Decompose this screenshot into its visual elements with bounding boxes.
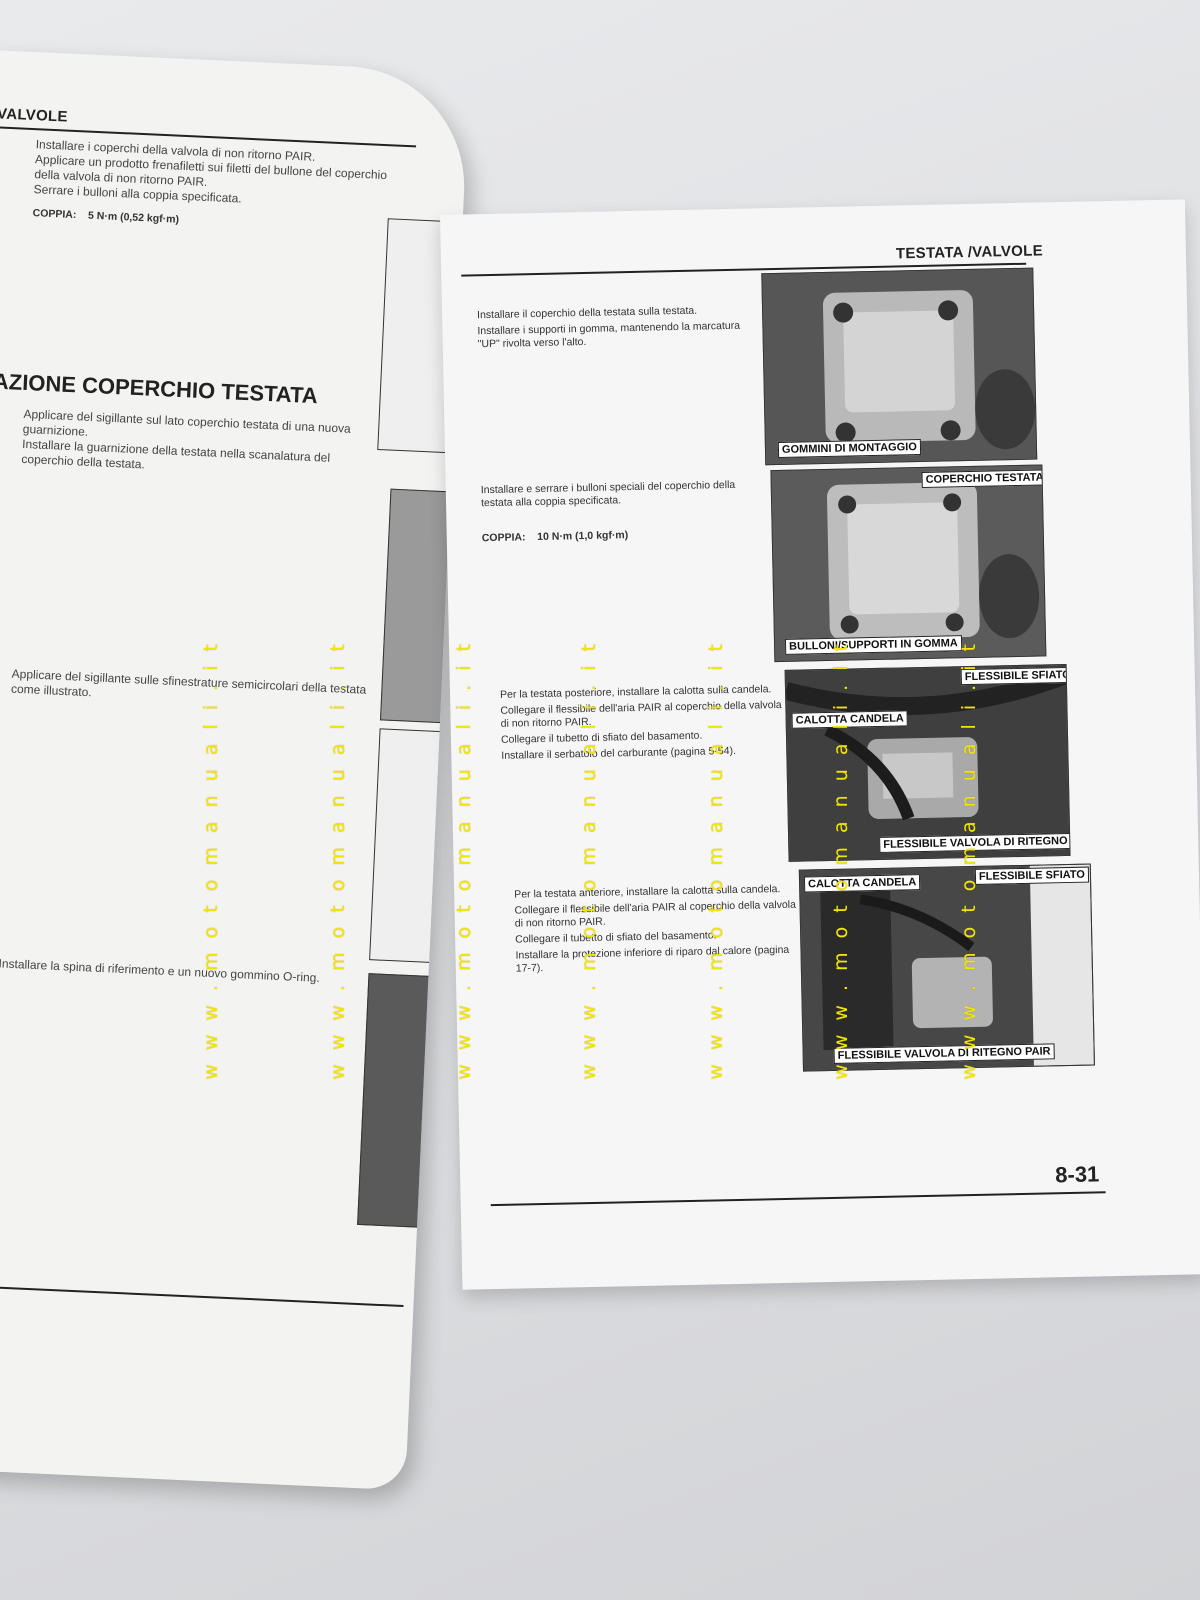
page-number: 8-31 — [1054, 1161, 1100, 1188]
right-torque: COPPIA: 10 N·m (1,0 kgf·m) — [482, 529, 629, 544]
right-text-block-2: Installare e serrare i bulloni speciali … — [481, 478, 767, 513]
engine-photo-3: FLESSIBILE SFIATO CALOTTA CANDELA FLESSI… — [784, 663, 1071, 862]
right-text-line: Installare il serbatoio del carburante (… — [501, 744, 737, 762]
left-text-block-3: Applicare del sigillante sulle sfinestra… — [11, 667, 372, 713]
engine-photo-2: COPERCHIO TESTATA BULLONI/SUPPORTI IN GO… — [770, 464, 1047, 663]
right-text-block-4: Per la testata anteriore, installare la … — [514, 883, 801, 979]
right-text-block-3: Per la testata posteriore, installare la… — [500, 683, 787, 766]
left-text-line: Installare la spina di riferimento e un … — [0, 956, 321, 985]
left-text-block-4: Installare la spina di riferimento e un … — [0, 956, 359, 987]
left-page-header: VALVOLE — [0, 105, 69, 126]
right-page: TESTATA /VALVOLE Installare il coperchio… — [440, 199, 1200, 1290]
right-text-line: Collegare il flessibile dell'aria PAIR a… — [514, 898, 797, 930]
left-torque-value: 5 N·m (0,52 kgf·m) — [87, 209, 180, 226]
watermark: w w w . m o t o m a n u a l i . i t — [578, 640, 600, 1080]
section-title: AZIONE COPERCHIO TESTATA — [0, 368, 319, 409]
watermark: w w w . m o t o m a n u a l i . i t — [453, 640, 475, 1080]
left-photo-bottom — [357, 973, 441, 1229]
watermark: w w w . m o t o m a n u a l i . i t — [200, 640, 222, 1080]
left-footer-rule — [0, 1283, 404, 1308]
watermark: w w w . m o t o m a n u a l i . i t — [705, 640, 727, 1080]
callout-calotta-2: CALOTTA CANDELA — [803, 874, 921, 893]
right-footer-rule — [490, 1191, 1106, 1207]
left-text-block-1: Installare i coperchi della valvola di n… — [33, 137, 395, 213]
callout-sfiato-2: FLESSIBILE SFIATO — [974, 866, 1090, 885]
left-text-block-2: Applicare del sigillante sul lato coperc… — [21, 407, 383, 483]
right-text-line: Collegare il flessibile dell'aria PAIR a… — [500, 698, 782, 730]
watermark: w w w . m o t o m a n u a l i . i t — [958, 640, 980, 1080]
right-text-line: Installare i supporti in gomma, mantenen… — [477, 319, 741, 351]
right-text-line: Installare la protezione inferiore di ri… — [515, 943, 790, 975]
left-page: VALVOLE Installare i coperchi della valv… — [0, 50, 470, 1491]
callout-coperchio: COPERCHIO TESTATA — [921, 469, 1047, 488]
watermark: w w w . m o t o m a n u a l i . i t — [327, 640, 349, 1080]
engine-photo-4: CALOTTA CANDELA FLESSIBILE SFIATO FLESSI… — [798, 863, 1095, 1072]
watermark: w w w . m o t o m a n u a l i . i t — [830, 640, 852, 1080]
callout-gommini: GOMMINI DI MONTAGGIO — [777, 438, 921, 458]
right-torque-label: COPPIA: — [481, 531, 526, 545]
left-torque: COPPIA: 5 N·m (0,52 kgf·m) — [32, 207, 179, 226]
right-page-header: TESTATA /VALVOLE — [895, 242, 1044, 263]
right-text-block-1: Installare il coperchio della testata su… — [477, 303, 763, 354]
right-text-line: Installare e serrare i bulloni speciali … — [480, 478, 736, 510]
left-text-line: Applicare del sigillante sulle sfinestra… — [10, 666, 367, 700]
left-diagram-bottom — [369, 728, 452, 964]
left-torque-label: COPPIA: — [32, 207, 77, 222]
right-torque-value: 10 N·m (1,0 kgf·m) — [537, 529, 629, 544]
engine-photo-1: GOMMINI DI MONTAGGIO — [761, 267, 1038, 466]
